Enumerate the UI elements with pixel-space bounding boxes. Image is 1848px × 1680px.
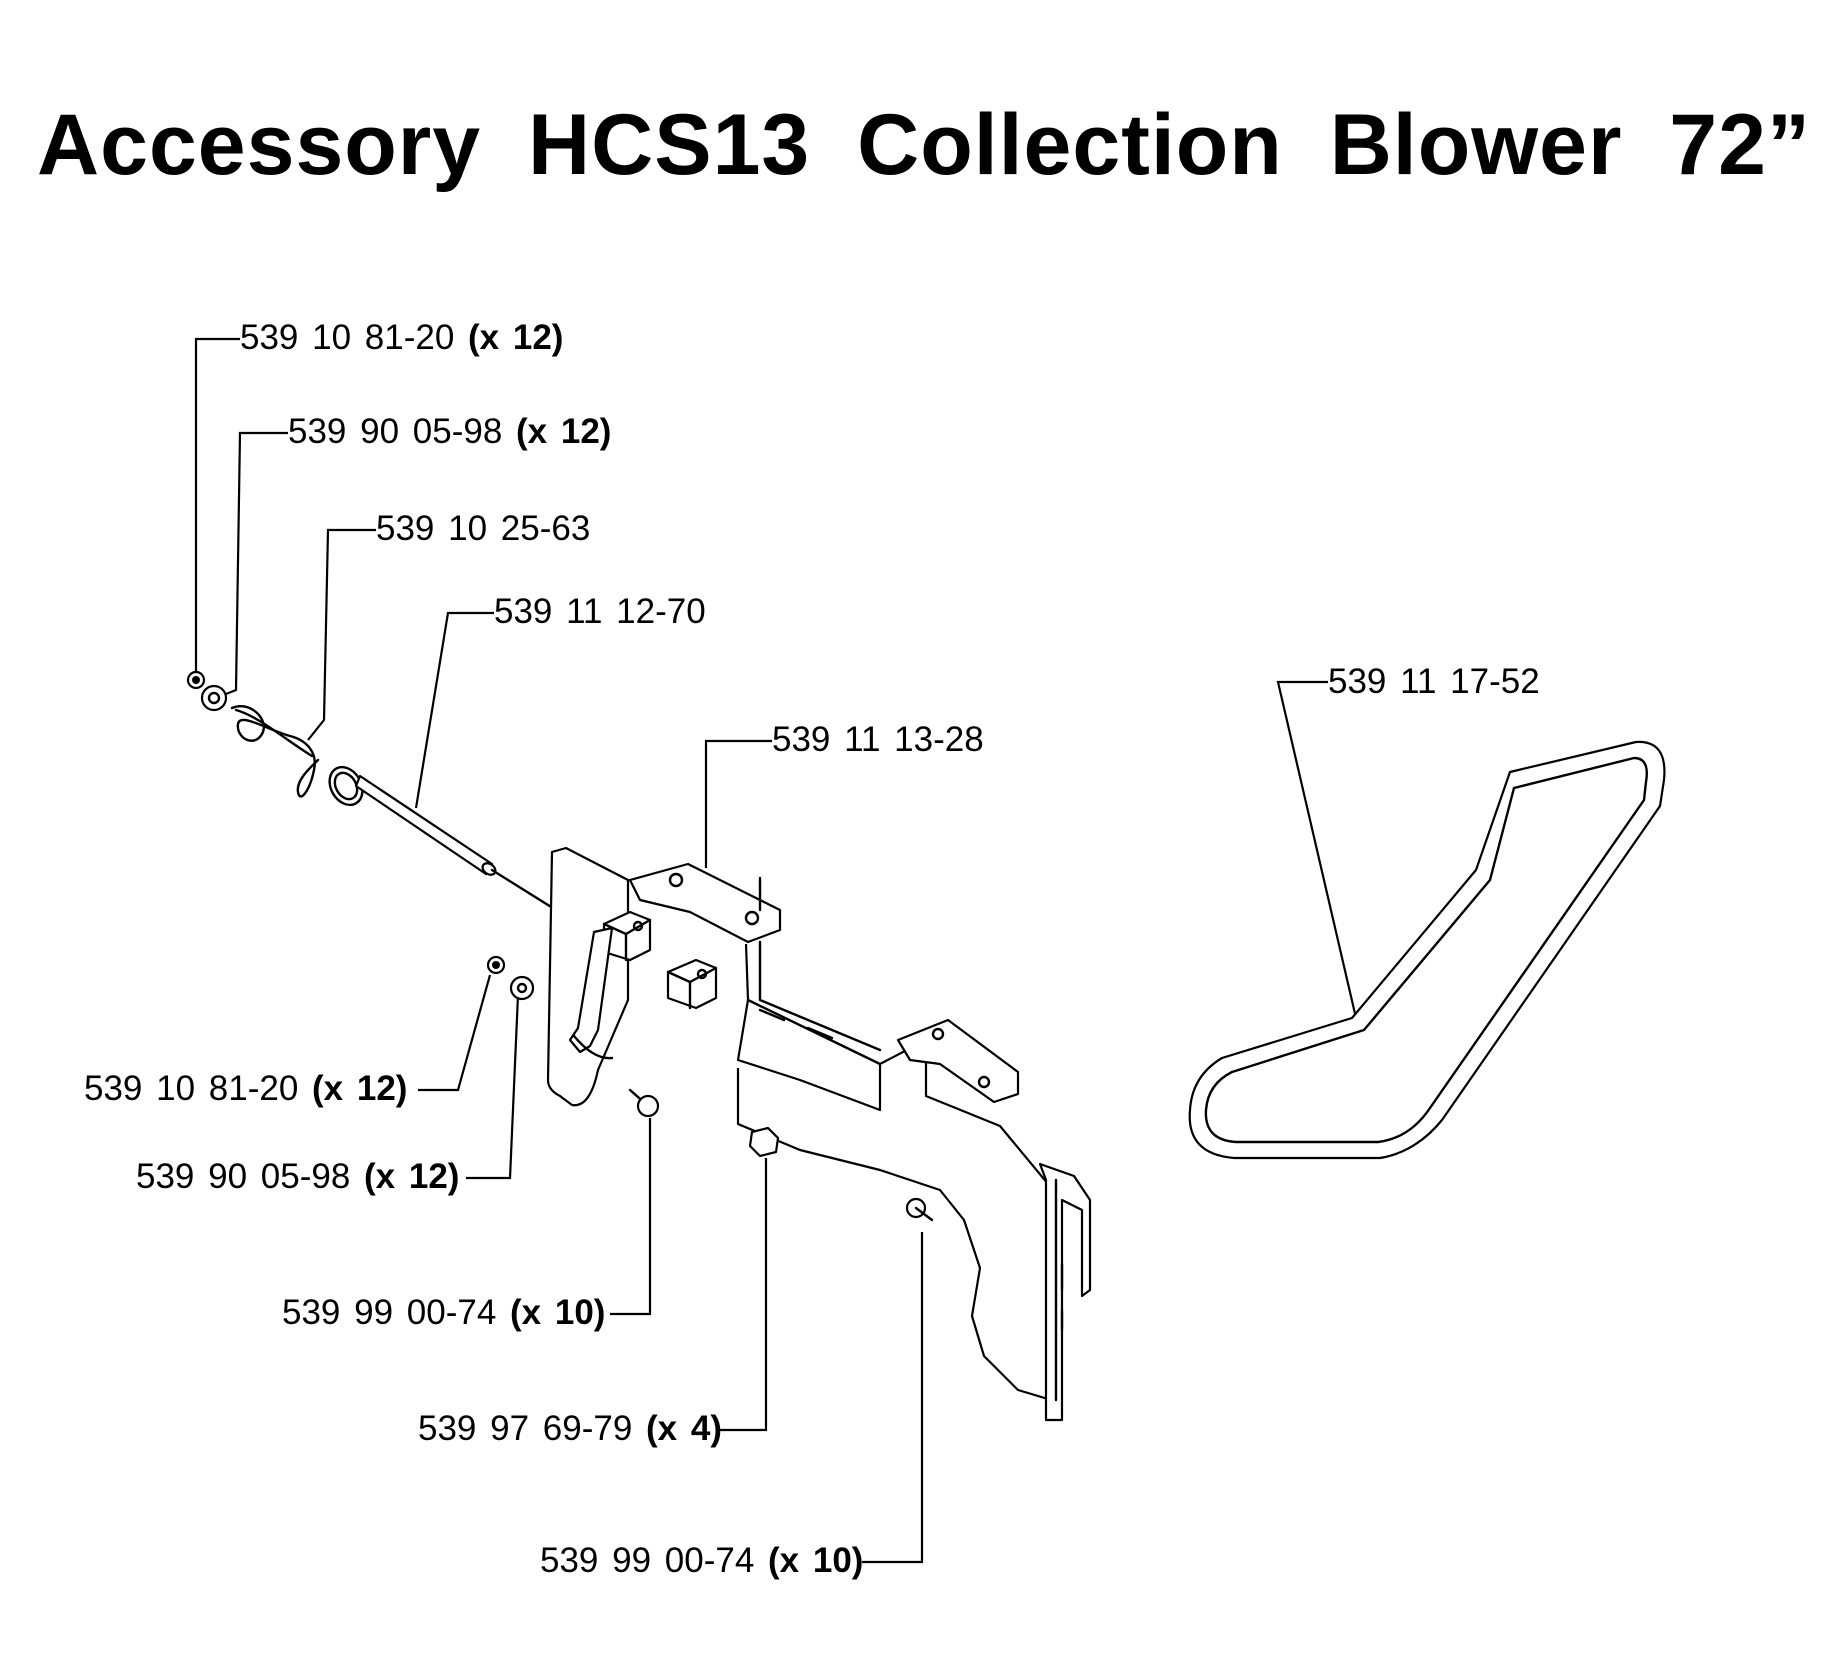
leader-line-2 bbox=[215, 431, 288, 700]
callout-3: 539 10 25-63 bbox=[376, 509, 590, 549]
leader-line-10 bbox=[720, 1158, 768, 1432]
callout-2: 539 90 05-98 (x 12) bbox=[288, 412, 611, 452]
callout-quantity: (x 4) bbox=[646, 1409, 722, 1448]
callout-part-number: 539 11 12-70 bbox=[494, 592, 706, 631]
leader-line-6 bbox=[704, 739, 772, 868]
callout-part-number: 539 97 69-79 bbox=[418, 1409, 633, 1448]
callout-quantity: (x 12) bbox=[468, 318, 564, 357]
callout-part-number: 539 99 00-74 bbox=[282, 1293, 497, 1332]
leader-line-8 bbox=[466, 994, 520, 1180]
leader-line-7 bbox=[418, 974, 492, 1092]
fastener-nut-left bbox=[486, 955, 506, 975]
callout-10: 539 97 69-79 (x 4) bbox=[418, 1409, 722, 1449]
callout-part-number: 539 10 25-63 bbox=[376, 509, 591, 548]
leader-line-5 bbox=[1276, 680, 1358, 1019]
callout-6: 539 11 13-28 bbox=[772, 720, 984, 760]
leader-line-11 bbox=[862, 1232, 924, 1564]
fastener-washer-top bbox=[200, 684, 228, 712]
leader-line-9 bbox=[610, 1118, 652, 1316]
callout-quantity: (x 12) bbox=[312, 1069, 408, 1108]
callout-quantity: (x 10) bbox=[768, 1541, 864, 1580]
callout-5: 539 11 17-52 bbox=[1328, 662, 1540, 702]
leader-lines bbox=[194, 337, 1358, 1564]
callout-part-number: 539 99 00-74 bbox=[540, 1541, 755, 1580]
main-bracket bbox=[546, 846, 1092, 1422]
bolt-left bbox=[628, 1088, 660, 1118]
fastener-nut-top bbox=[186, 670, 206, 690]
callout-quantity: (x 10) bbox=[510, 1293, 606, 1332]
callout-part-number: 539 90 05-98 bbox=[136, 1157, 351, 1196]
callout-part-number: 539 11 17-52 bbox=[1328, 662, 1540, 701]
lanyard-cable bbox=[230, 705, 320, 798]
fastener-washer-left bbox=[509, 975, 535, 1001]
page-title: Accessory HCS13 Collection Blower 72” bbox=[37, 97, 1811, 193]
callout-part-number: 539 10 81-20 bbox=[240, 318, 455, 357]
callout-1: 539 10 81-20 (x 12) bbox=[240, 318, 563, 358]
hex-nut bbox=[748, 1126, 780, 1158]
callout-part-number: 539 10 81-20 bbox=[84, 1069, 299, 1108]
leader-line-1 bbox=[194, 337, 240, 675]
callout-7: 539 10 81-20 (x 12) bbox=[84, 1069, 407, 1109]
callout-part-number: 539 90 05-98 bbox=[288, 412, 503, 451]
leader-line-3 bbox=[307, 528, 376, 741]
callout-9: 539 99 00-74 (x 10) bbox=[282, 1293, 605, 1333]
callout-part-number: 539 11 13-28 bbox=[772, 720, 984, 759]
leader-line-4 bbox=[414, 611, 494, 809]
drive-belt bbox=[1188, 740, 1666, 1160]
callout-quantity: (x 12) bbox=[364, 1157, 460, 1196]
callout-4: 539 11 12-70 bbox=[494, 592, 706, 632]
bolt-right bbox=[905, 1197, 934, 1222]
callout-11: 539 99 00-74 (x 10) bbox=[540, 1541, 863, 1581]
callout-quantity: (x 12) bbox=[516, 412, 612, 451]
callout-8: 539 90 05-98 (x 12) bbox=[136, 1157, 459, 1197]
